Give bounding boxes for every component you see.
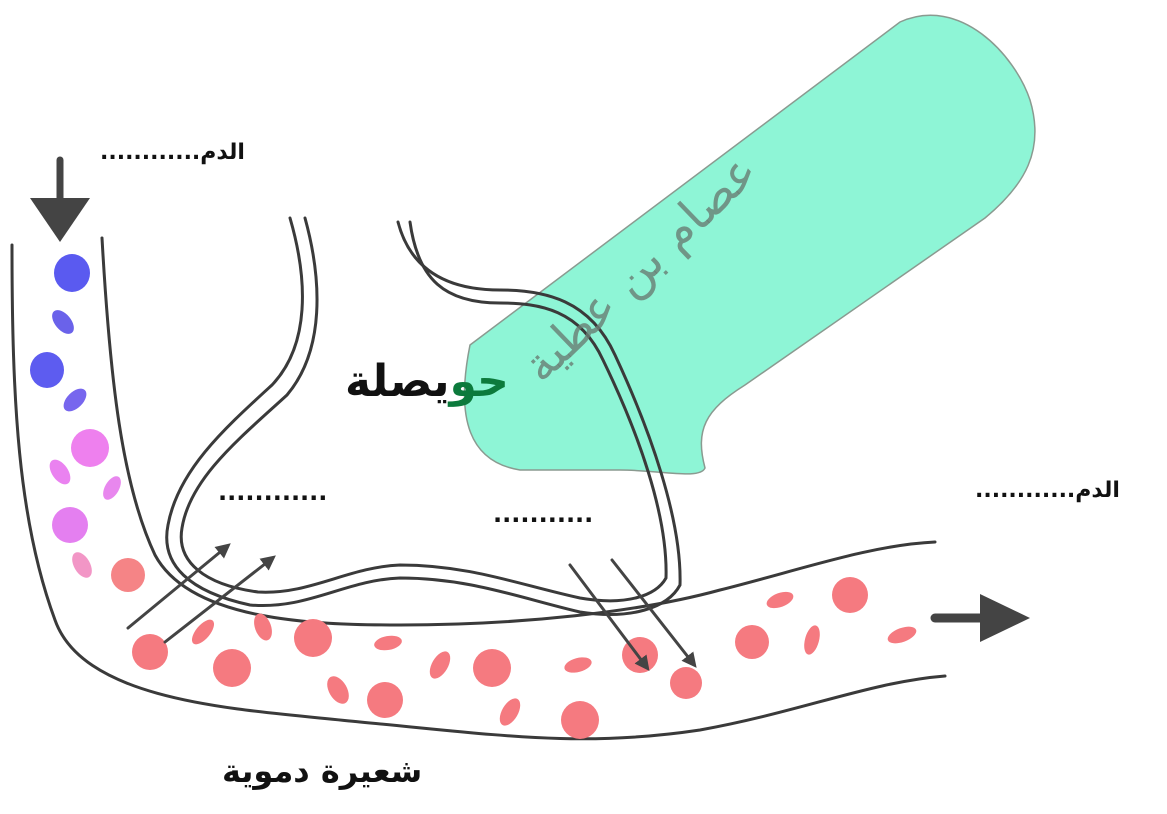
capillary-label: شعيرة دموية [222,752,422,790]
gas-blank-left: ............ [218,478,327,506]
diffusion-arrow-in-1 [128,548,225,628]
gas-blank-right: ........... [493,500,593,528]
alveolus-label-prefix: حو [450,356,509,407]
outflow-arrowhead [980,594,1030,642]
blood-label-right: الدم............ [975,478,1120,503]
blood-label-top: الدم............ [100,140,245,165]
alveolus-label-rest: يصلة [345,356,450,407]
speech-bubble [464,15,1035,474]
inflow-arrowhead [30,198,90,242]
alveolus-label: حويصلة [345,356,509,407]
